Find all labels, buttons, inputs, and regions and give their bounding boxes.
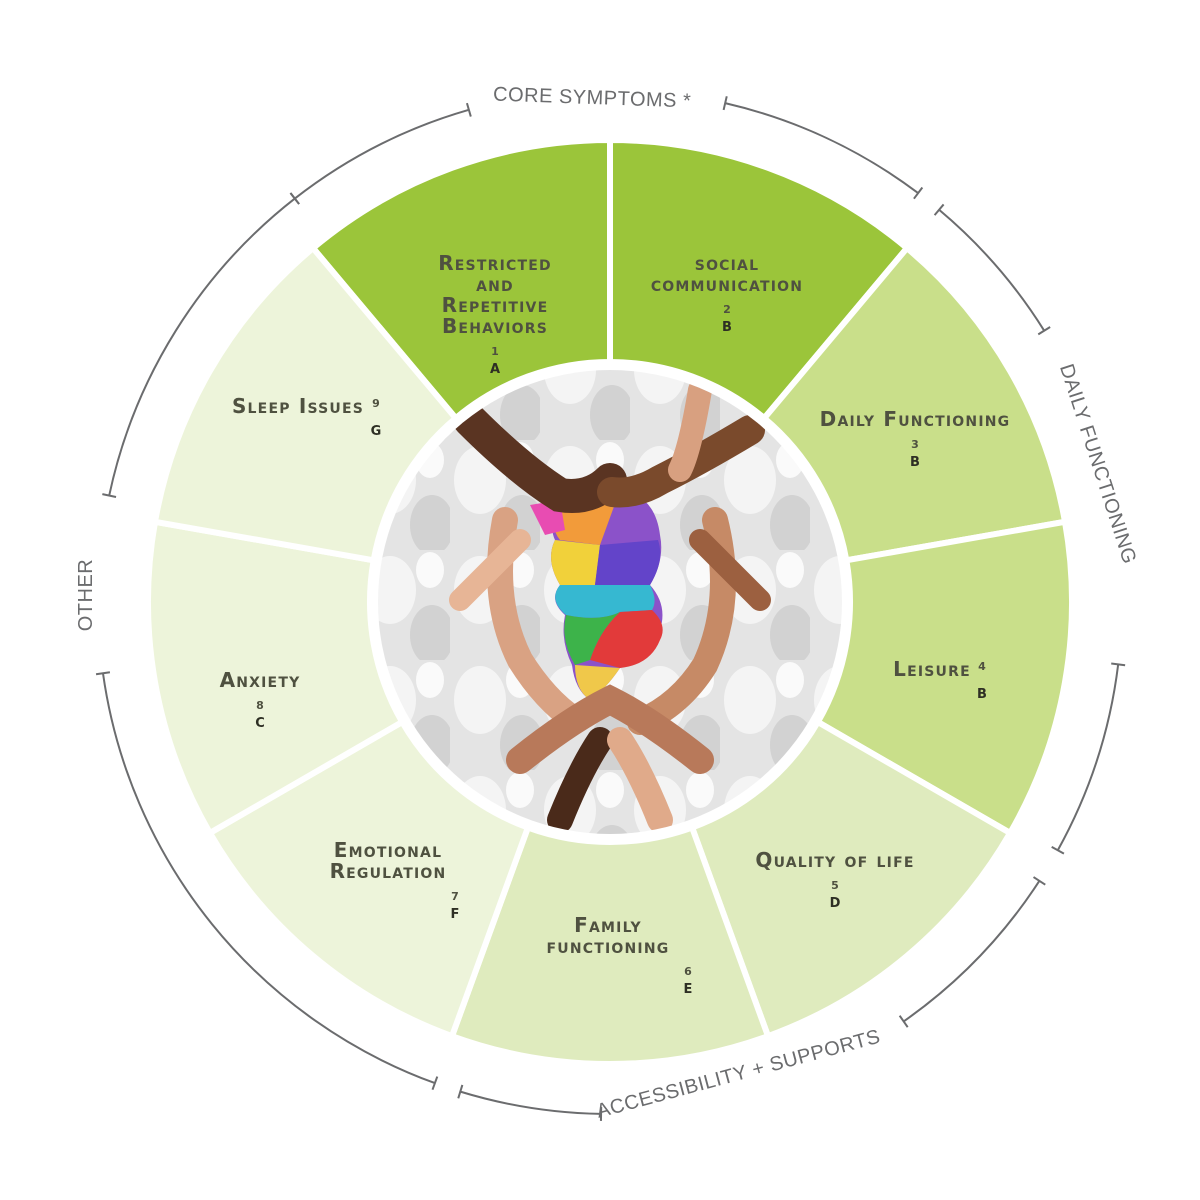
segment-anxiety-letter: C [255, 716, 265, 731]
segment-social-letter: B [722, 320, 732, 335]
group-label-core: CORE SYMPTOMS * [493, 84, 692, 113]
segment-anxiety-number: 8 [256, 699, 264, 712]
bracket-daily-bottom [1051, 662, 1126, 855]
segment-sleep-letter: G [371, 424, 382, 439]
segment-leisure-title: Leisure [893, 657, 971, 681]
bracket-other-lower [95, 671, 439, 1091]
segment-emotional-letter: F [451, 907, 460, 922]
group-brackets [95, 96, 1126, 1121]
segment-quality-number: 5 [831, 879, 839, 892]
segment-sleep-title: Sleep Issues [232, 394, 364, 418]
segment-restricted-letter: A [490, 362, 500, 377]
segment-restricted-number: 1 [491, 345, 499, 358]
segment-quality: Quality of life 5D [688, 717, 1015, 1040]
segment-emotional-number: 7 [451, 890, 459, 903]
bracket-access-left [457, 1084, 603, 1121]
segment-daily-number: 3 [911, 438, 919, 451]
segment-leisure-number: 4 [978, 660, 986, 673]
bracket-core-right [722, 96, 924, 200]
segment-daily-letter: B [910, 455, 920, 470]
segment-social-number: 2 [723, 303, 731, 316]
segment-quality-letter: D [830, 896, 841, 911]
segment-sleep: Sleep Issues 9G [151, 243, 460, 564]
segment-sleep-number: 9 [372, 397, 380, 410]
segment-leisure-letter: B [977, 687, 987, 702]
segment-quality-title: Quality of life [755, 848, 914, 872]
segment-family-letter: E [684, 982, 693, 997]
bracket-other-upper [102, 192, 300, 498]
segment-anxiety-title: Anxiety [220, 668, 301, 692]
center-image [370, 362, 850, 842]
segment-daily-title: Daily Functioning [820, 407, 1011, 431]
bracket-access-right [898, 876, 1046, 1028]
segment-family-number: 6 [684, 965, 692, 978]
group-label-other: OTHER [75, 559, 97, 632]
bracket-daily-top [933, 203, 1051, 336]
hands-heart-frame [449, 378, 771, 833]
